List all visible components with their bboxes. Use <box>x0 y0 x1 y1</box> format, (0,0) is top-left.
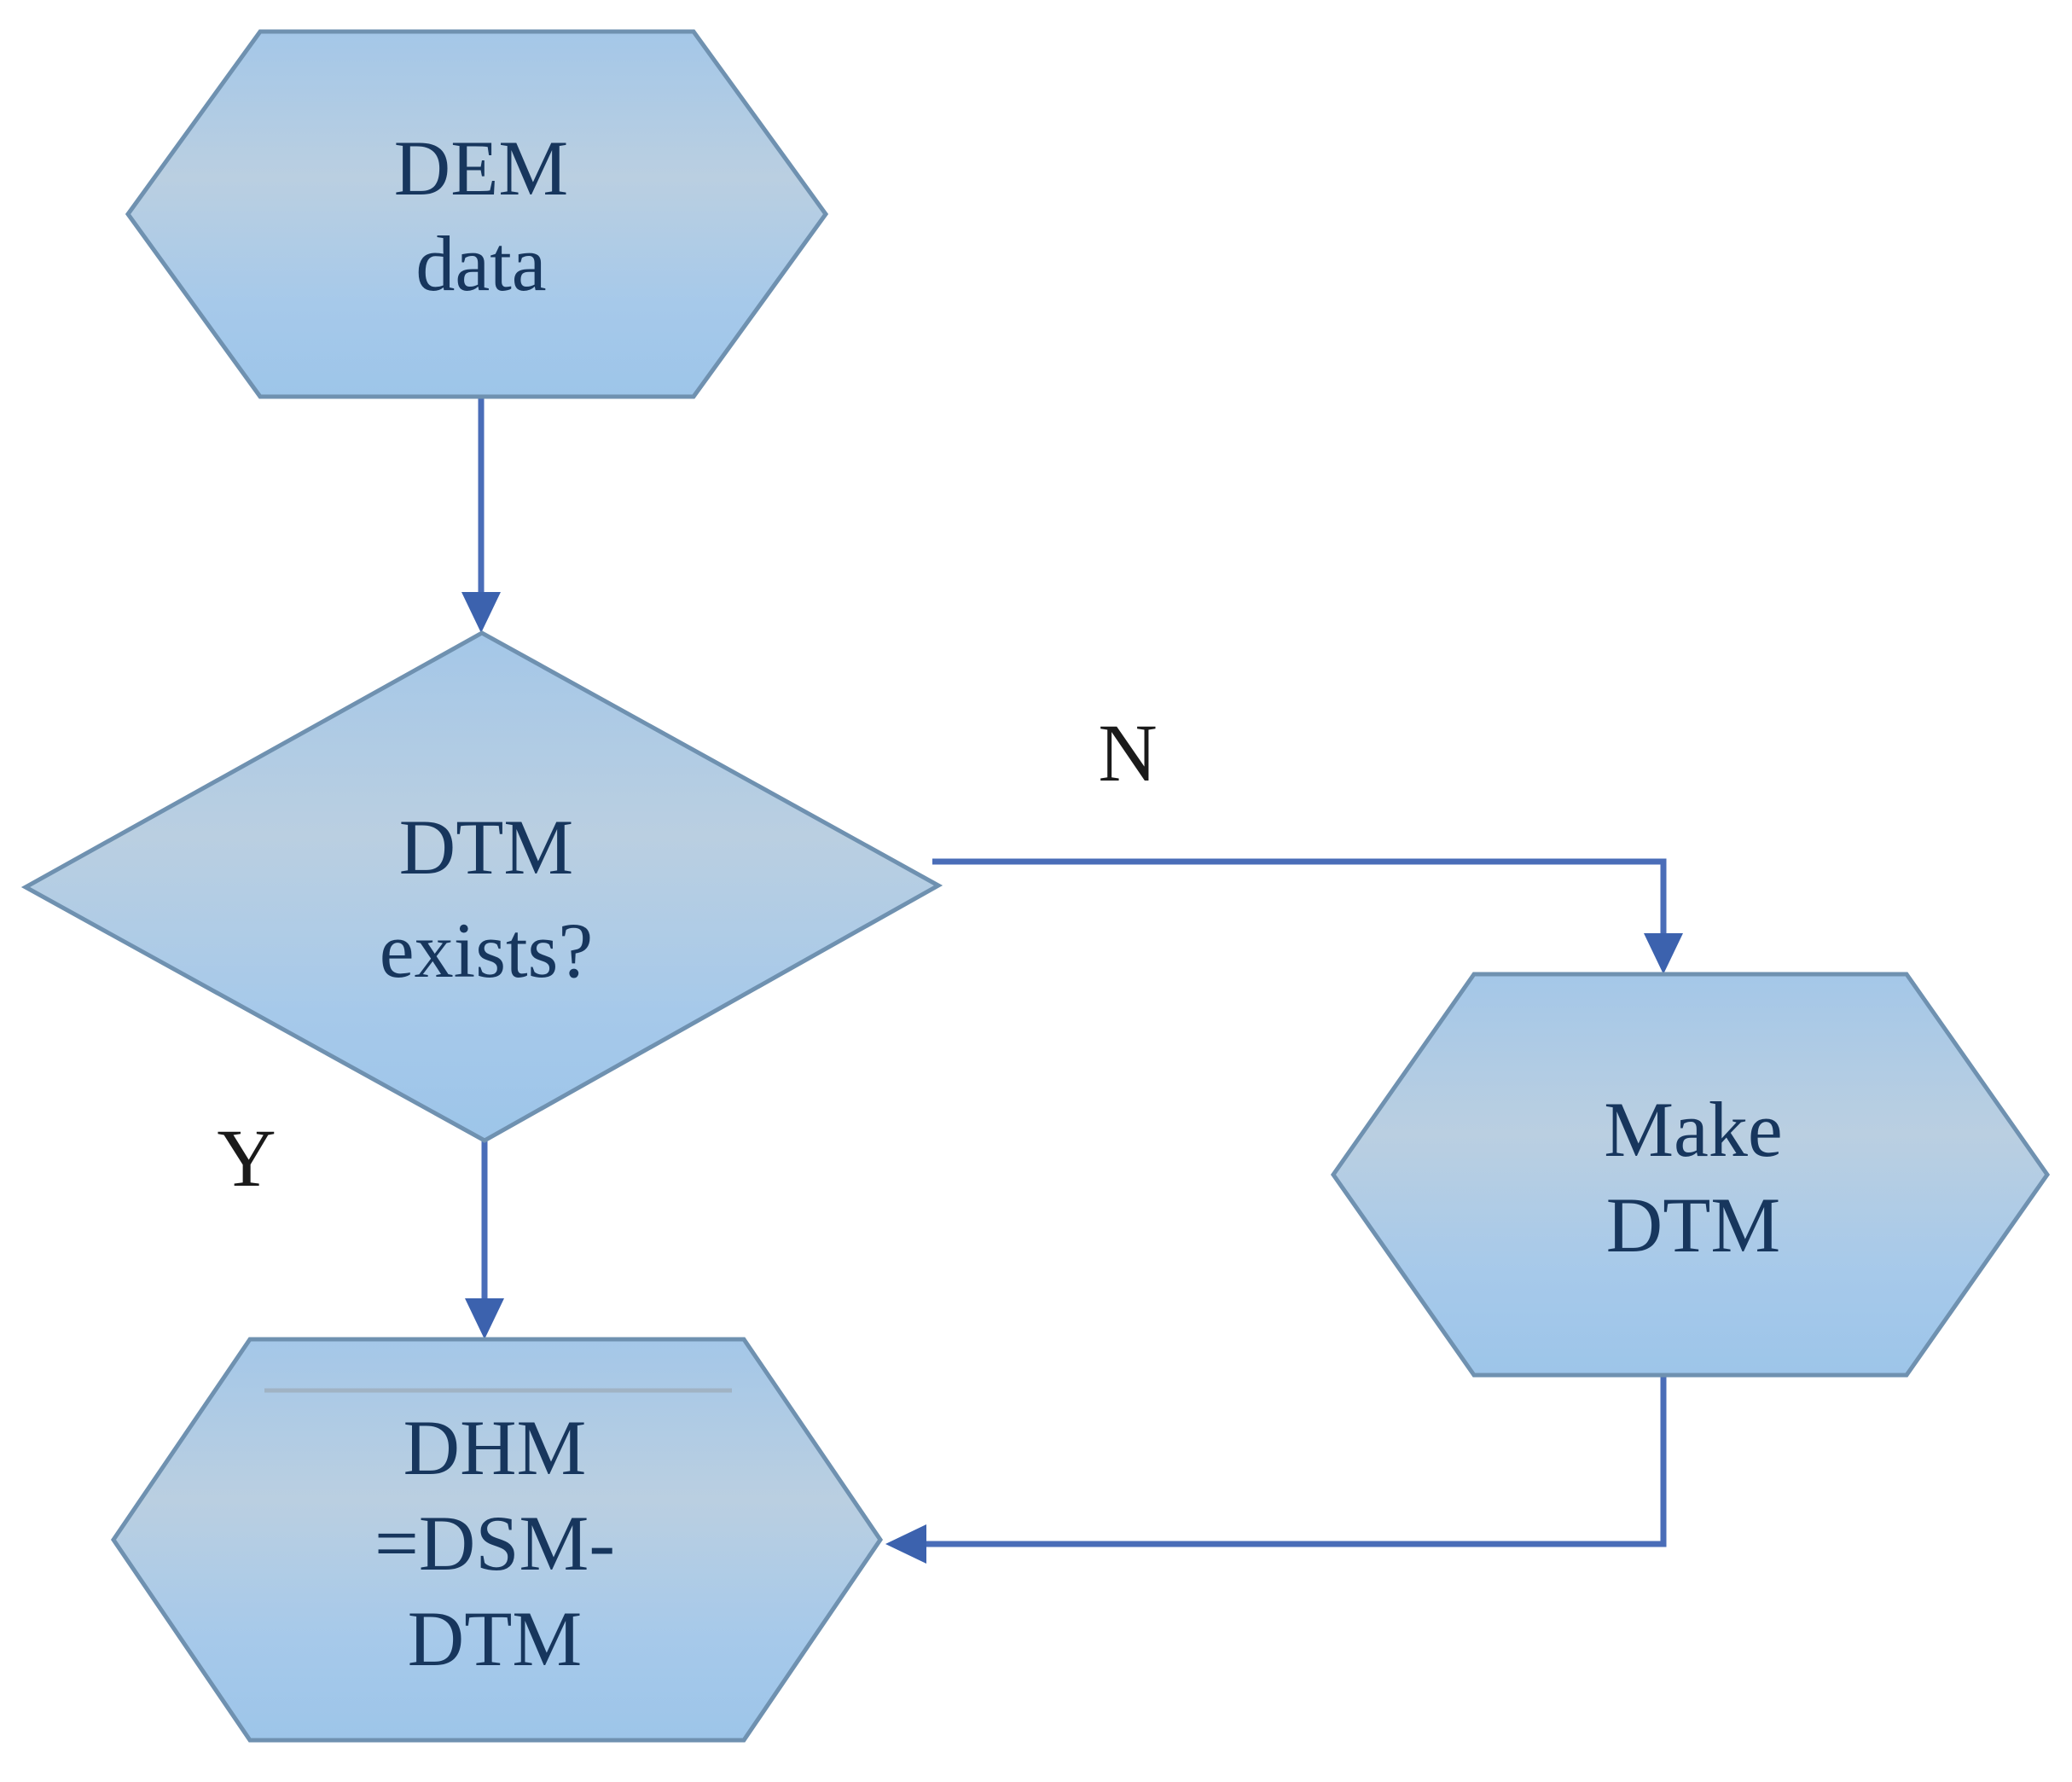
arrow-decision-to-dhm-arrowhead <box>465 1298 504 1339</box>
yes-branch-label: Y <box>217 1112 276 1204</box>
arrow-makedtm-to-dhm <box>885 1375 1667 1564</box>
dhm-result-node-shape <box>110 1337 884 1743</box>
dhm-result-label-line2: =DSM- <box>374 1500 615 1587</box>
dhm-result-label-line3: DTM <box>408 1595 582 1682</box>
arrow-dem-to-decision <box>461 397 501 633</box>
dem-data-node-shape <box>125 29 829 399</box>
dhm-result-label-line1: DHM <box>403 1404 587 1491</box>
arrow-makedtm-to-dhm-arrowhead <box>885 1524 926 1564</box>
make-dtm-label-line2: DTM <box>1606 1181 1780 1268</box>
arrow-makedtm-to-dhm-line <box>926 1375 1667 1547</box>
make-dtm-node: Make DTM <box>1330 972 2051 1378</box>
make-dtm-node-shape <box>1330 972 2051 1378</box>
no-branch-label: N <box>1098 707 1157 798</box>
arrow-dem-to-decision-arrowhead <box>461 592 501 633</box>
dtm-exists-label-line1: DTM <box>399 804 573 891</box>
dtm-exists-decision-node: DTM exists? <box>20 630 943 1143</box>
dtm-exists-decision-shape <box>20 630 943 1143</box>
arrow-decision-to-makedtm <box>932 858 1683 974</box>
dhm-result-node: DHM =DSM- DTM <box>110 1337 884 1743</box>
dtm-exists-label-line2: exists? <box>380 907 593 994</box>
dem-data-node: DEM data <box>125 29 829 399</box>
dem-data-node-label-line1: DEM <box>394 125 568 212</box>
arrow-decision-to-makedtm-line <box>932 858 1667 937</box>
dem-data-node-label-line2: data <box>415 220 546 307</box>
arrow-decision-to-dhm <box>465 1141 504 1339</box>
make-dtm-label-line1: Make <box>1604 1086 1782 1173</box>
arrow-decision-to-makedtm-arrowhead <box>1644 933 1683 974</box>
